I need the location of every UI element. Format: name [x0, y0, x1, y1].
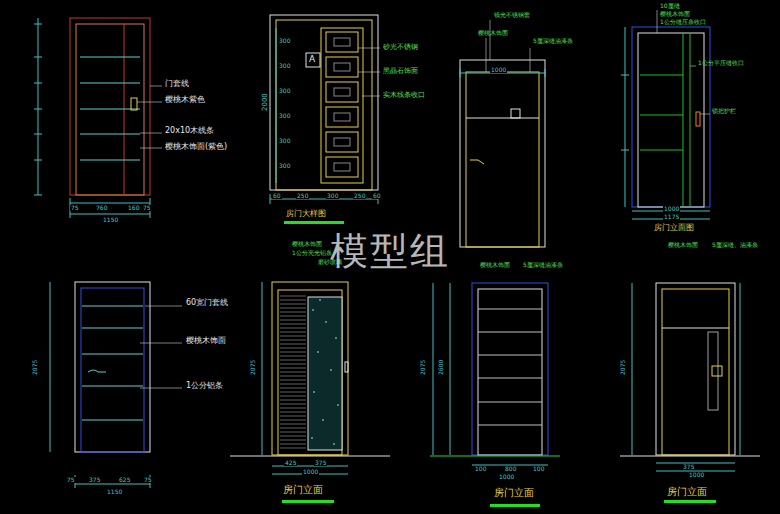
- view-title: 房门立面: [283, 485, 323, 496]
- dimension: 760: [95, 205, 108, 211]
- material-note: 樱桃木饰面: [480, 262, 510, 268]
- view-title: 房门立面图: [654, 224, 694, 232]
- dimension: 1000: [490, 67, 507, 73]
- material-note: 樱桃木饰面: [478, 30, 508, 36]
- material-note: 镜光不锈钢套: [494, 12, 530, 18]
- dimension: 1175: [663, 214, 680, 220]
- dimension: 250: [296, 193, 309, 199]
- dimension: 100: [474, 466, 487, 472]
- dimension: 375: [314, 460, 327, 466]
- dimension: 300: [278, 38, 291, 44]
- material-note: 樱桃木饰面(紫色): [165, 143, 227, 151]
- material-note: 5厘深缝、油漆条: [712, 242, 758, 248]
- dimension: 250: [353, 193, 366, 199]
- dimension: 2075: [420, 359, 426, 376]
- dimension: 1150: [106, 489, 123, 495]
- material-note: 实木线条收口: [383, 92, 425, 99]
- material-note: 门套线: [165, 80, 189, 88]
- dimension: 2075: [32, 359, 38, 376]
- material-note: 砂光不锈钢: [383, 44, 418, 51]
- dimension: 800: [504, 466, 517, 472]
- view-title: 房门大样图: [286, 210, 326, 218]
- material-note: 樱桃木紫色: [165, 96, 205, 104]
- dimension: 1000: [498, 474, 515, 480]
- material-note: 樱桃木饰面: [660, 11, 690, 17]
- dimension: 60: [272, 193, 282, 199]
- material-note: 樱桃木饰面: [292, 241, 322, 247]
- dimension: 625: [118, 477, 131, 483]
- dimension: 300: [278, 63, 291, 69]
- material-note: 10厘缝: [660, 3, 680, 9]
- dimension: 300: [278, 138, 291, 144]
- material-note: 1公分平压缝收口: [698, 60, 744, 66]
- dimension: 75: [142, 205, 152, 211]
- view-title: 房门立面: [667, 487, 707, 498]
- dimension: 75: [70, 205, 80, 211]
- dimension: 2000: [262, 92, 269, 112]
- material-note: 20x10木线条: [165, 127, 214, 135]
- dimension: 300: [278, 113, 291, 119]
- material-note: 5厘深缝油漆条: [523, 262, 563, 268]
- dimension: 375: [682, 464, 695, 470]
- dimension: 375: [88, 477, 101, 483]
- dimension: 300: [278, 163, 291, 169]
- dimension: 75: [66, 477, 76, 483]
- dimension: 1000: [663, 206, 680, 212]
- material-note: 1公分缝压条收口: [660, 19, 706, 25]
- callout-letter: A: [309, 55, 315, 64]
- material-note: 樱桃木饰面: [186, 337, 226, 345]
- dimension: 1000: [302, 469, 319, 475]
- dimension: 300: [326, 193, 339, 199]
- dimension: 1000: [688, 472, 705, 478]
- dimension: 300: [278, 88, 291, 94]
- material-note: 黑晶石饰面: [383, 68, 418, 75]
- material-note: 锁把护栏: [712, 108, 736, 114]
- material-note: 1公分亮光铝条: [292, 250, 332, 256]
- material-note: 60宽门套线: [186, 299, 228, 307]
- material-note: 5厘深缝油漆条: [533, 38, 573, 44]
- material-note: 1公分铝条: [186, 382, 223, 390]
- dimension: 60: [372, 193, 382, 199]
- dimension: 2075: [250, 359, 256, 376]
- dimension: 1150: [102, 217, 119, 223]
- view-title: 房门立面: [494, 488, 534, 499]
- dimension: 425: [284, 460, 297, 466]
- material-note: 樱桃木饰面: [668, 242, 698, 248]
- dimension: 2075: [620, 359, 626, 376]
- dimension: 100: [532, 466, 545, 472]
- dimension: 160: [127, 205, 140, 211]
- watermark: 模型组: [330, 232, 450, 272]
- dimension: 2600: [438, 359, 444, 376]
- dimension: 75: [143, 477, 153, 483]
